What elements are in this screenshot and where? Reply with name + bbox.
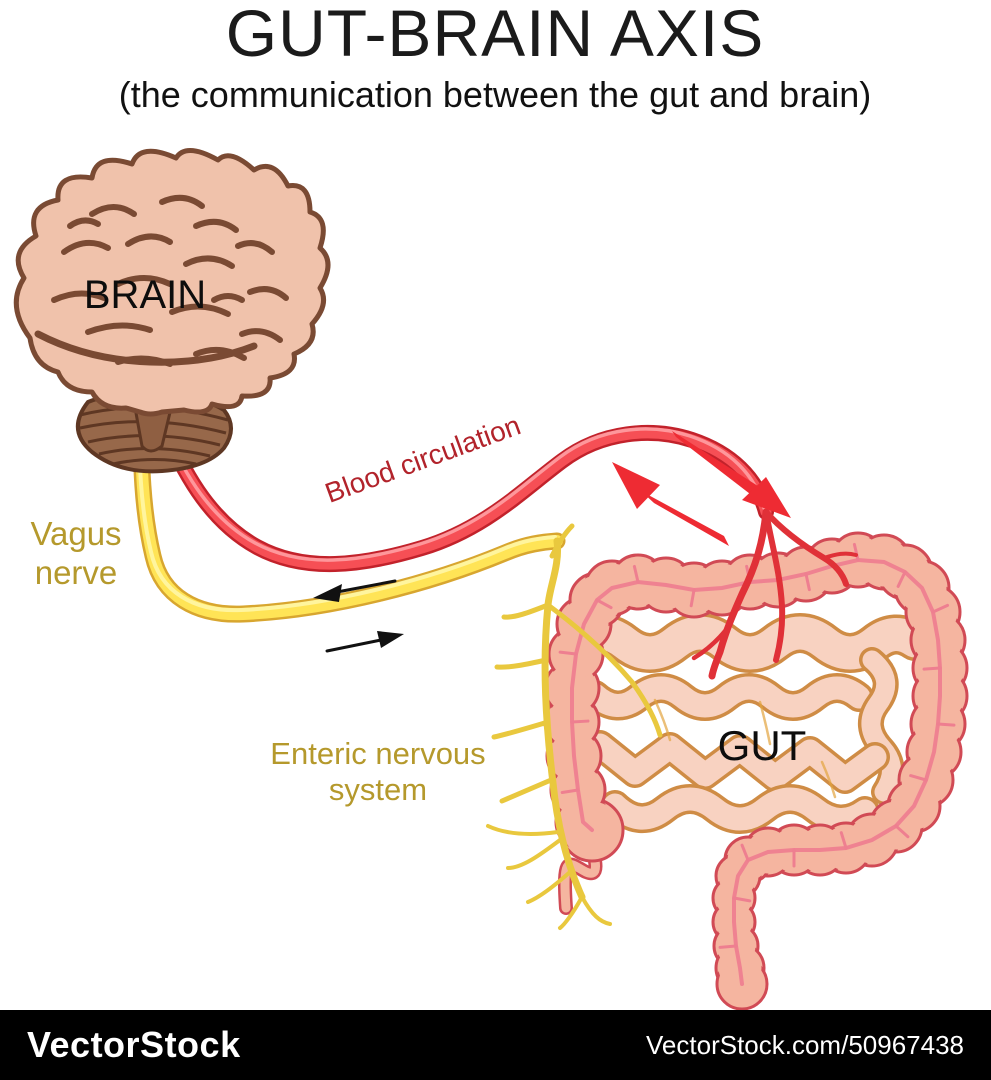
left-arrow-head (313, 584, 342, 602)
svg-text:system: system (329, 772, 427, 807)
vagus-nerve-label: Vagus nerve (30, 515, 121, 591)
brain-illustration: BRAIN (13, 148, 331, 474)
blood-circulation-label: Blood circulation (321, 409, 525, 508)
svg-text:Enteric nervous: Enteric nervous (270, 736, 485, 771)
blood-flow-arrows (612, 431, 791, 546)
up-left-arrow-shaft (641, 491, 729, 546)
page-subtitle: (the communication between the gut and b… (119, 74, 871, 115)
mesenteric-vessel-branches (691, 508, 858, 680)
page-title: GUT-BRAIN AXIS (226, 0, 764, 70)
colon-creases (558, 542, 956, 949)
svg-text:nerve: nerve (35, 554, 118, 591)
watermark-credit: VectorStock.com/50967438 (646, 1029, 964, 1060)
blood-circulation-line (151, 408, 858, 680)
gut-illustration (543, 531, 969, 1010)
enteric-nervous-system-label: Enteric nervous system (270, 736, 485, 807)
gut-brain-signal-arrows (313, 579, 404, 653)
gut-label: GUT (718, 722, 807, 769)
watermark-brand: VectorStock (27, 1024, 241, 1065)
down-right-arrow-shaft (672, 431, 761, 497)
brain-sulci (34, 194, 289, 367)
brain-label: BRAIN (84, 273, 206, 317)
vagus-nerve-line (132, 405, 663, 930)
gut-brain-axis-diagram: GUT-BRAIN AXIS (the communication betwee… (13, 0, 969, 1010)
right-arrow-shaft (325, 638, 383, 653)
svg-text:Vagus: Vagus (30, 515, 121, 552)
enteric-nerve-branches (486, 523, 663, 930)
right-arrow-head (377, 631, 404, 648)
left-arrow-shaft (335, 579, 397, 594)
up-left-arrow-head (612, 462, 660, 509)
colon-centerline (570, 557, 942, 986)
small-intestine (555, 613, 935, 835)
down-right-arrow-head (742, 477, 791, 518)
watermark-bar: VectorStock VectorStock.com/50967438 (0, 1010, 991, 1080)
